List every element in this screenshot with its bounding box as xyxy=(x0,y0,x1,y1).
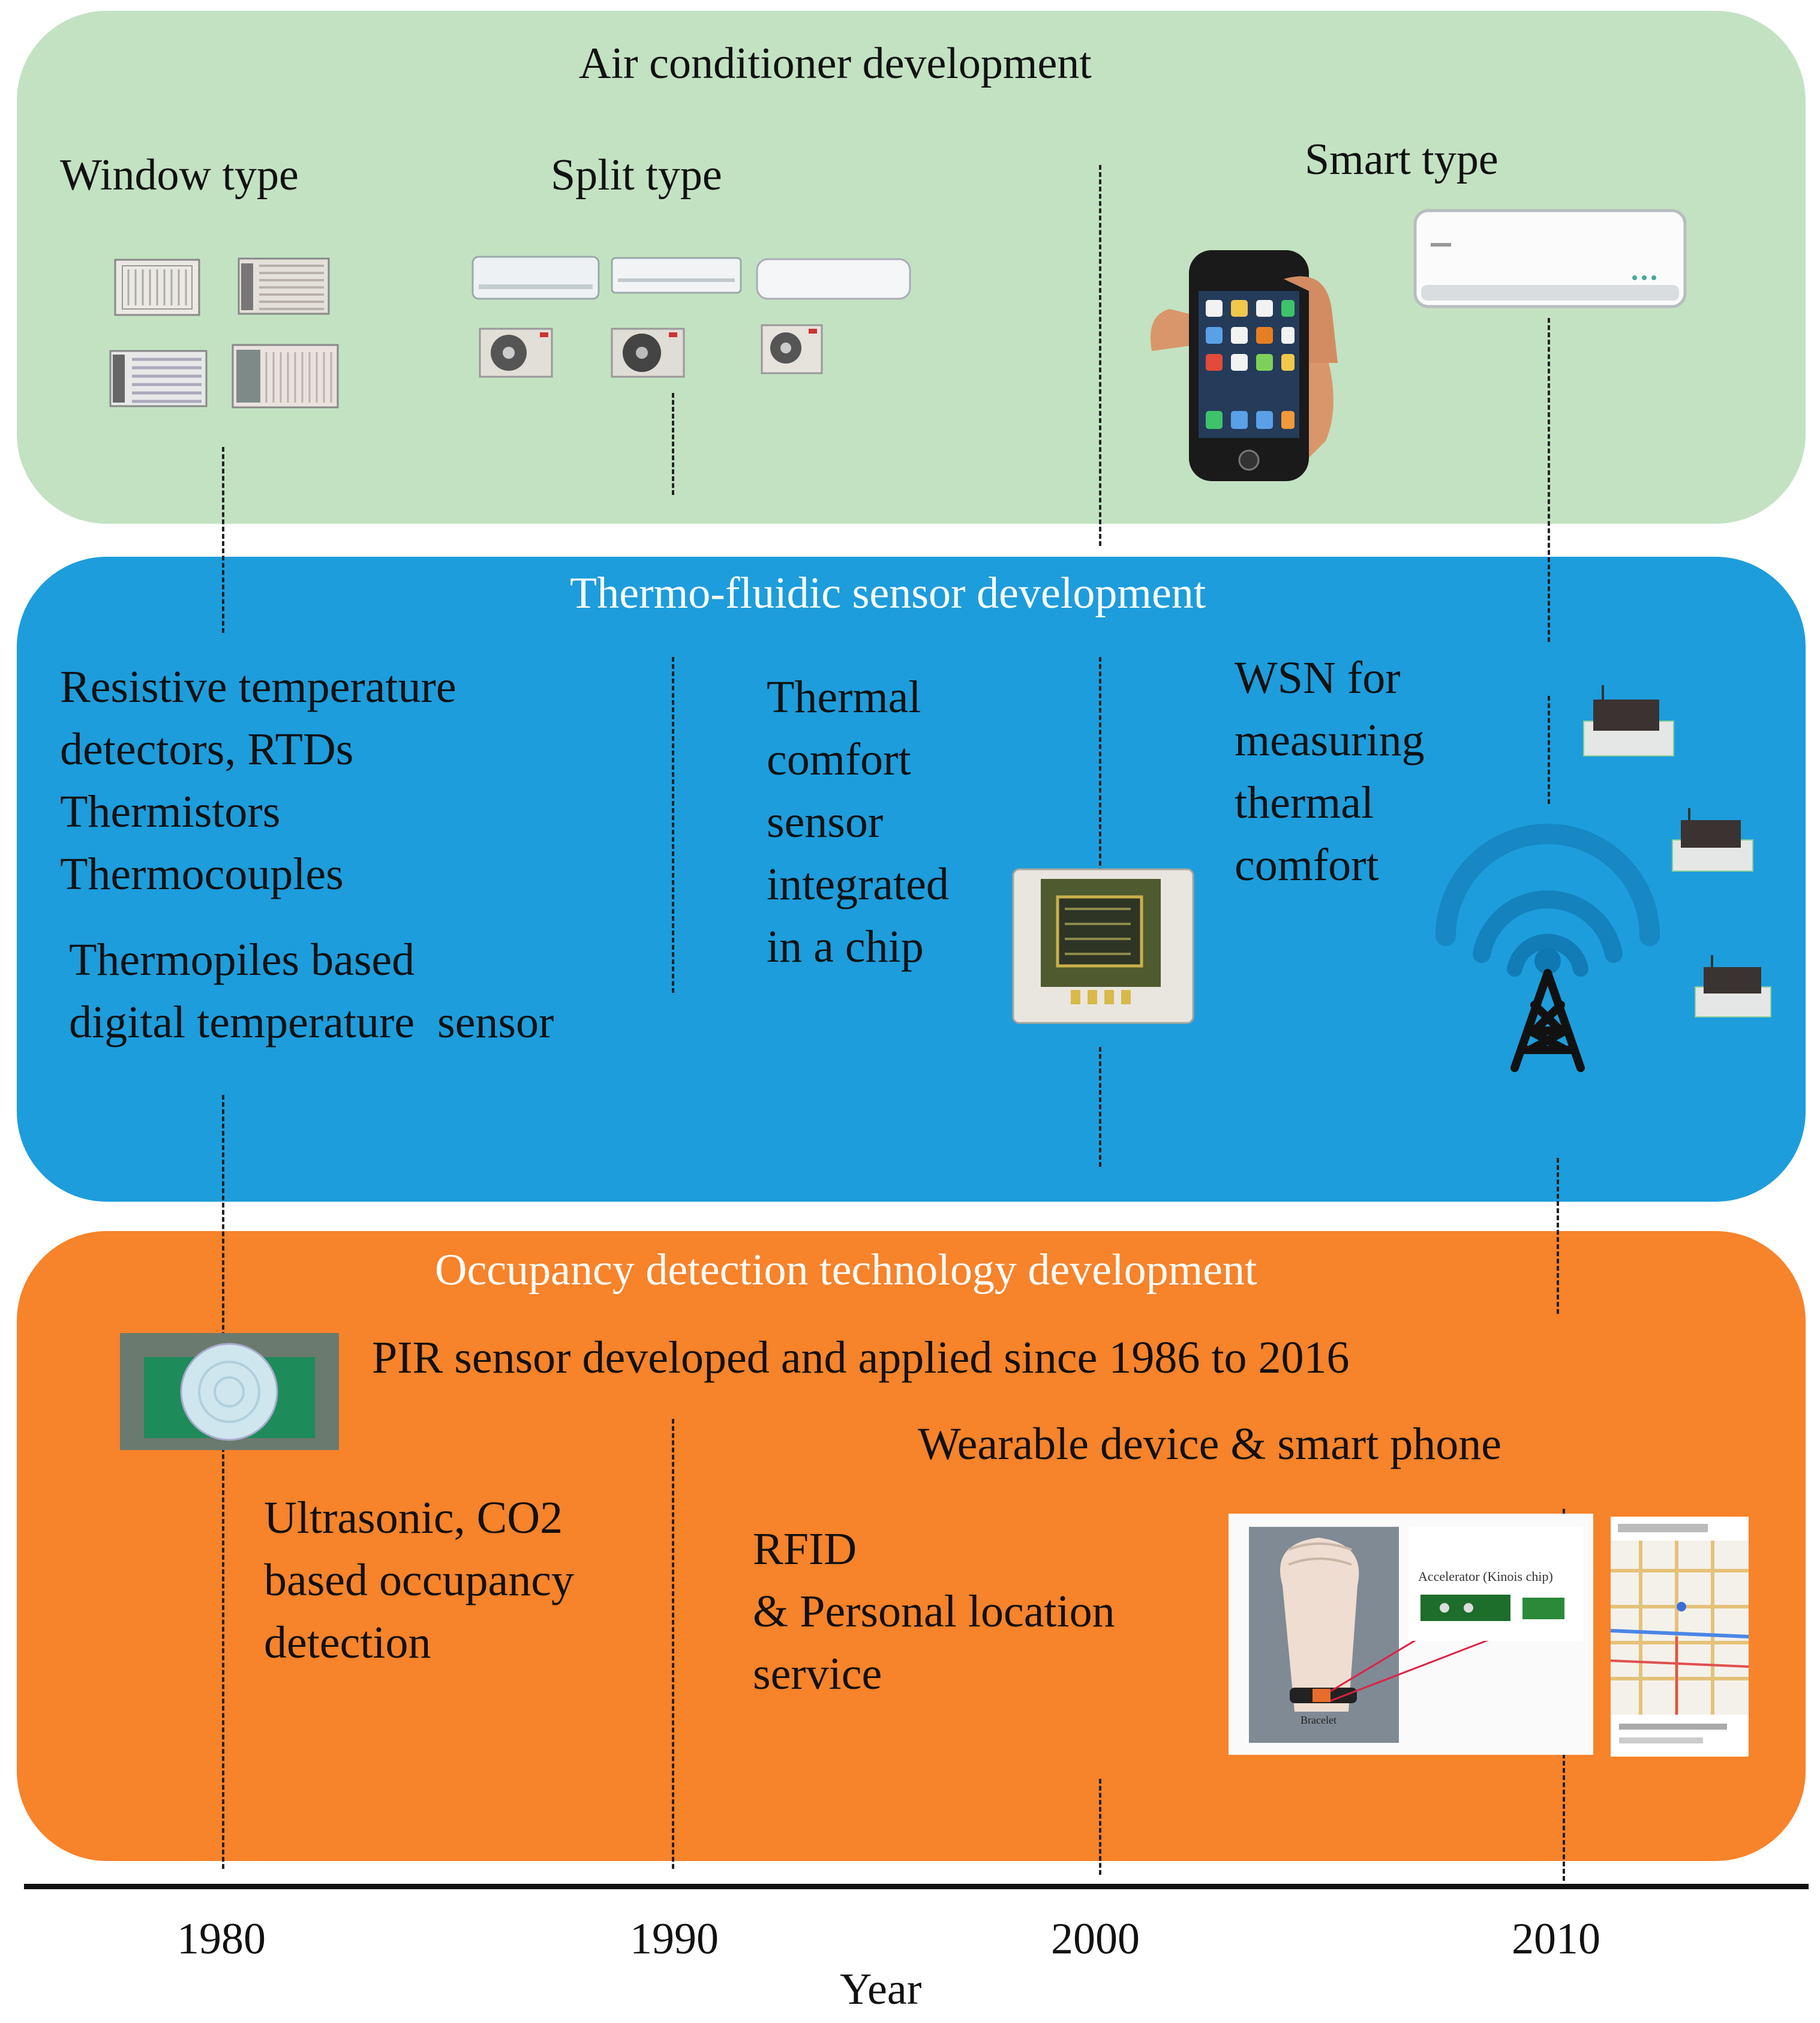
thermal-comfort-chip-text: Thermal comfort sensor integrated in a c… xyxy=(767,672,949,972)
year-tick-label: 2010 xyxy=(1512,1914,1600,1964)
pir-sensor-text: PIR sensor developed and applied since 1… xyxy=(372,1332,1350,1383)
year-tick-label: 1980 xyxy=(177,1914,266,1964)
guide-1980 xyxy=(222,447,224,633)
wireless-tower-icon xyxy=(1435,824,1660,1072)
pir-sensor-icon xyxy=(120,1333,339,1450)
wearable-device-text: Wearable device & smart phone xyxy=(918,1419,1502,1469)
thermo-fluidic-panel xyxy=(17,557,1806,1202)
guide-1990 xyxy=(672,1419,674,1869)
guide-1990 xyxy=(672,393,674,495)
timeline-axis-line xyxy=(24,1884,1809,1889)
wireless-node-icon xyxy=(1583,685,1674,757)
split-type-label: Split type xyxy=(551,151,722,200)
wearable-bracelet-photo: Accelerator (Kinois chip) Bracelet xyxy=(1229,1514,1593,1755)
smartphone-in-hand-icon xyxy=(1151,250,1338,481)
air-conditioner-title: Air conditioner development xyxy=(579,39,1092,88)
guide-2010 xyxy=(1548,696,1550,804)
accelerator-label: Accelerator (Kinois chip) xyxy=(1418,1569,1553,1584)
guide-2010 xyxy=(1548,318,1550,642)
phone-map-screenshot xyxy=(1610,1517,1749,1757)
guide-2000 xyxy=(1099,165,1101,546)
thermopile-sensor-text: Thermopiles based digital temperature se… xyxy=(69,935,554,1047)
guide-2000 xyxy=(1099,1047,1101,1167)
window-type-label: Window type xyxy=(60,151,299,200)
sensor-chip-icon xyxy=(1012,868,1194,1024)
smart-type-label: Smart type xyxy=(1305,135,1498,184)
year-tick-label: 1990 xyxy=(630,1914,719,1964)
thermo-fluidic-title: Thermo-fluidic sensor development xyxy=(570,569,1206,618)
guide-1980 xyxy=(222,1095,224,1869)
wireless-node-icon xyxy=(1672,808,1753,872)
occupancy-title: Occupancy detection technology developme… xyxy=(435,1245,1257,1295)
sensor-list-rtd-thermistor-thermocouple: Resistive temperature detectors, RTDs Th… xyxy=(60,662,456,899)
split-ac-units-icon xyxy=(471,256,911,378)
year-tick-label: 2000 xyxy=(1051,1914,1140,1964)
bracelet-label: Bracelet xyxy=(1301,1714,1337,1726)
axis-title: Year xyxy=(840,1965,922,2014)
guide-2010 xyxy=(1557,1158,1559,1314)
window-ac-units-icon xyxy=(109,257,339,409)
wireless-node-icon xyxy=(1695,955,1771,1017)
smart-wall-ac-icon xyxy=(1413,209,1687,308)
ultrasonic-co2-text: Ultrasonic, CO2 based occupancy detectio… xyxy=(264,1493,574,1668)
guide-2000 xyxy=(1099,657,1101,873)
guide-1990 xyxy=(672,657,674,993)
rfid-location-text: RFID & Personal location service xyxy=(753,1524,1115,1699)
guide-2000 xyxy=(1099,1779,1101,1875)
wsn-thermal-comfort-text: WSN for measuring thermal comfort xyxy=(1235,653,1425,890)
